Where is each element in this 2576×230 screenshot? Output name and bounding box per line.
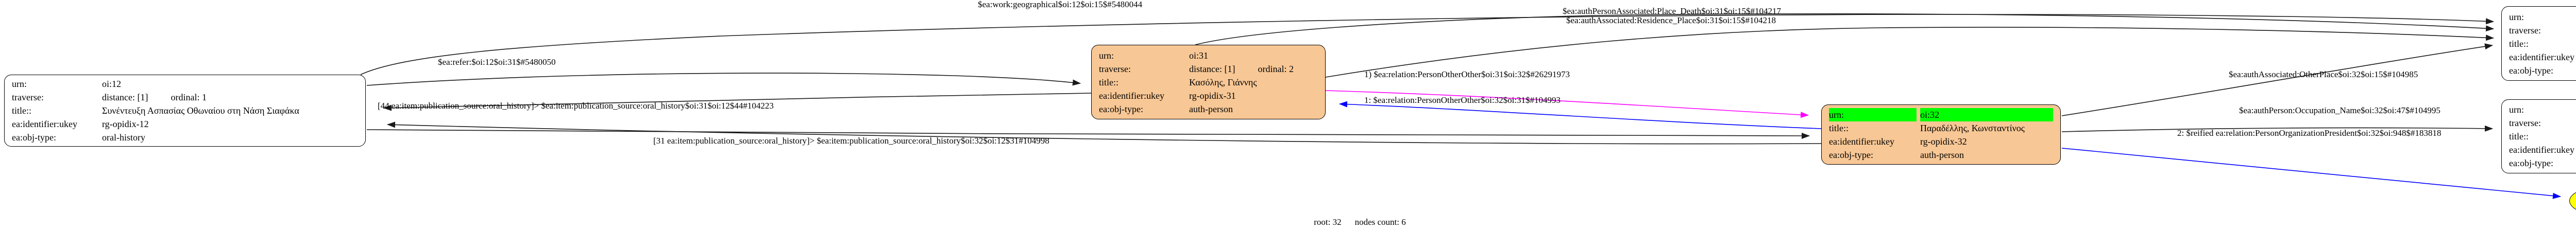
field-label: traverse:: [12, 92, 44, 102]
field-label: ea:obj-type:: [2509, 65, 2553, 76]
ordinal-value: ordinal: 2: [1258, 63, 1294, 74]
edge-label-residence-place: $ea:authAssociated:Residence_Place$oi:31…: [1566, 15, 1776, 25]
edge-work-geographical: [360, 14, 2494, 75]
node-row-title: title:: Νέο Ψυχικό: [2509, 37, 2576, 50]
footer-node-count: nodes count: 6: [1354, 217, 1406, 227]
graph-footer: root: 32 nodes count: 6: [1314, 217, 1406, 227]
edge-label-work-geographical: $ea:work:geographical$oi:12$oi:15$#54800…: [978, 0, 1143, 9]
field-value: oi:12: [102, 79, 122, 89]
field-label: title::: [1829, 122, 1849, 133]
edge-place-death-31-15: [1195, 13, 2494, 45]
field-value: rg-opidix-31: [1189, 90, 1236, 101]
field-label: ea:obj-type:: [1829, 149, 1873, 160]
node-row-traverse: traverse: distance: [1] ordinal: 1: [12, 91, 358, 104]
field-label: ea:identifier:ukey: [2509, 51, 2574, 62]
edge-label-refer-12-31: $ea:refer:$oi:12$oi:31$#5480050: [438, 57, 556, 67]
field-label: title::: [1099, 77, 1118, 87]
node-row-urn: urn: oi:47: [2509, 103, 2576, 116]
field-label: ea:identifier:ukey: [2509, 145, 2574, 155]
node-row-title: title:: Παραδέλλης, Κωνσταντίνος: [1829, 121, 2053, 135]
distance-value: distance: [1]: [102, 92, 148, 102]
field-value: oral-history: [102, 132, 145, 143]
node-row-title: title:: Δικηγόρος: [2509, 130, 2576, 143]
node-row-objtype: ea:obj-type: auth-place: [2509, 64, 2576, 77]
node-row-ukey: ea:identifier:ukey rg-opidix-15: [2509, 50, 2576, 64]
field-label: title::: [12, 105, 31, 116]
node-row-traverse: traverse: distance: [1]ordinal: 3: [2509, 24, 2576, 37]
field-label: ea:obj-type:: [1099, 103, 1143, 114]
field-label: urn:: [1829, 108, 1917, 121]
edge-label-item44: [44 ea:item:publication_source:oral_hist…: [378, 101, 774, 111]
field-value: auth-person: [1920, 149, 1964, 160]
node-row-objtype: ea:obj-type: auth-concept: [2509, 156, 2576, 170]
node-row-objtype: ea:obj-type: auth-person: [1099, 102, 1318, 116]
footer-root: root: 32: [1314, 217, 1342, 227]
node-row-traverse: traverse: distance: [1]ordinal: 4: [2509, 116, 2576, 130]
edge-label-place-death: $ea:authPersonAssociated:Place_Death$oi:…: [1563, 6, 1781, 16]
field-label: traverse:: [2509, 25, 2541, 36]
edge-reified-president-32-948: [2061, 148, 2561, 199]
node-oi15[interactable]: urn: oi:15 traverse: distance: [1]ordina…: [2501, 6, 2576, 81]
node-row-traverse: traverse: distance: [1] ordinal: 2: [1099, 62, 1318, 76]
field-label: traverse:: [1099, 63, 1131, 74]
node-row-urn: urn: oi:31: [1099, 49, 1318, 62]
field-label: title::: [2509, 38, 2529, 49]
field-label: title::: [2509, 131, 2529, 141]
field-label: ea:obj-type:: [12, 132, 56, 143]
field-label: urn:: [1099, 50, 1114, 61]
node-row-urn-highlighted: urn: oi:32: [1829, 108, 2053, 121]
node-row-objtype: ea:obj-type: auth-person: [1829, 148, 2053, 162]
field-label: ea:identifier:ukey: [1829, 136, 1894, 147]
ordinal-value: ordinal: 1: [171, 92, 207, 102]
field-label: urn:: [12, 79, 27, 89]
node-row-ukey: ea:identifier:ukey rg-opidix-32: [1829, 135, 2053, 148]
edge-refer-12-31: [366, 73, 1081, 86]
field-label: ea:identifier:ukey: [12, 119, 77, 129]
node-row-urn: urn: oi:15: [2509, 10, 2576, 24]
edge-other-place-32-15: [2061, 43, 2493, 116]
field-value: Παραδέλλης, Κωνσταντίνος: [1920, 122, 2025, 133]
edge-label-other-place: $ea:authAssociated:OtherPlace$oi:32$oi:1…: [2229, 69, 2418, 79]
field-value: rg-opidix-12: [102, 119, 149, 129]
field-value: distance: [1] ordinal: 1: [102, 91, 358, 104]
node-oi47[interactable]: urn: oi:47 traverse: distance: [1]ordina…: [2501, 99, 2576, 173]
field-value: rg-opidix-32: [1920, 136, 1967, 147]
node-row-objtype: ea:obj-type: oral-history: [12, 131, 358, 144]
field-label: urn:: [2509, 11, 2524, 22]
edge-label-item31: [31 ea:item:publication_source:oral_hist…: [653, 136, 1049, 146]
field-value: distance: [1] ordinal: 2: [1189, 62, 1318, 76]
edge-label-occupation: $ea:authPerson:Occupation_Name$oi:32$oi:…: [2239, 105, 2441, 115]
edge-refer-12-32: [366, 129, 1810, 139]
distance-value: distance: [1]: [1189, 63, 1235, 74]
field-label: ea:obj-type:: [2509, 158, 2553, 168]
field-value: Κασόλης, Γιάννης: [1189, 77, 1257, 87]
field-value: oi:31: [1189, 50, 1209, 61]
edge-occupation-32-47: [2061, 125, 2493, 132]
node-oi12[interactable]: urn: oi:12 traverse: distance: [1] ordina…: [4, 75, 366, 147]
edge-label-person-other-31-32: 1) $ea:relation:PersonOtherOther$oi:31$o…: [1364, 69, 1570, 79]
edge-label-person-other-32-31: 1: $ea:relation:PersonOtherOther$oi:32$o…: [1364, 95, 1561, 105]
node-row-ukey: ea:identifier:ukey rg-opidix-12: [12, 117, 358, 131]
field-value: Συνέντευξη Ασπασίας Οθωναίου στη Νάση Σι…: [102, 105, 299, 116]
node-row-ukey: ea:identifier:ukey rg-opidix-31: [1099, 89, 1318, 102]
node-oi31[interactable]: urn: oi:31 traverse: distance: [1] ordina…: [1091, 45, 1326, 119]
edge-person-other-32-31: [1339, 101, 1822, 129]
node-row-title: title:: Κασόλης, Γιάννης: [1099, 76, 1318, 89]
node-oi32-root[interactable]: urn: oi:32 title:: Παραδέλλης, Κωνσταντί…: [1821, 104, 2061, 165]
edge-item31-32-12: [387, 121, 1822, 145]
node-row-urn: urn: oi:12: [12, 77, 358, 91]
field-value: auth-person: [1189, 103, 1233, 114]
field-label: traverse:: [2509, 118, 2541, 128]
edge-residence-place-31-15: [1325, 27, 2494, 78]
node-row-title: title:: Συνέντευξη Ασπασίας Οθωναίου στη…: [12, 104, 358, 117]
field-value: oi:32: [1920, 108, 2053, 121]
field-label: ea:identifier:ukey: [1099, 90, 1164, 101]
edge-label-reified-president: 2: $reified ea:relation:PersonOrganizati…: [2177, 128, 2442, 138]
edge-person-other-31-32: [1325, 90, 1809, 118]
node-row-ukey: ea:identifier:ukey rg-opidix-47: [2509, 143, 2576, 156]
field-label: urn:: [2509, 104, 2524, 115]
